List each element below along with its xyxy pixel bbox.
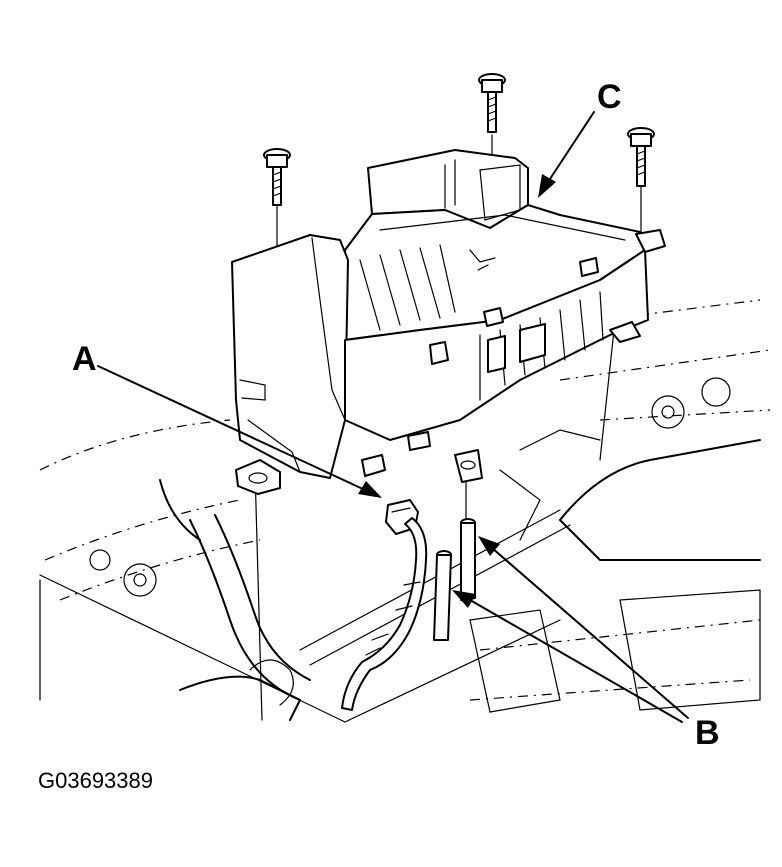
bolt-center [478, 73, 506, 133]
leader-b-1 [478, 536, 689, 719]
breather-hoses [433, 518, 476, 641]
callout-label-b: B [695, 714, 720, 752]
leader-c [538, 111, 595, 198]
callout-label-a: A [72, 340, 97, 378]
callout-label-c: C [597, 78, 622, 116]
leader-b-2 [452, 590, 683, 723]
sensor-connector [341, 499, 428, 711]
air-cleaner-housing [231, 149, 666, 495]
figure-code: G03693389 [38, 768, 153, 793]
bolt-left [263, 148, 291, 206]
bolt-right [627, 127, 655, 187]
engine-bay-background [39, 299, 771, 723]
leader-a [97, 365, 382, 498]
